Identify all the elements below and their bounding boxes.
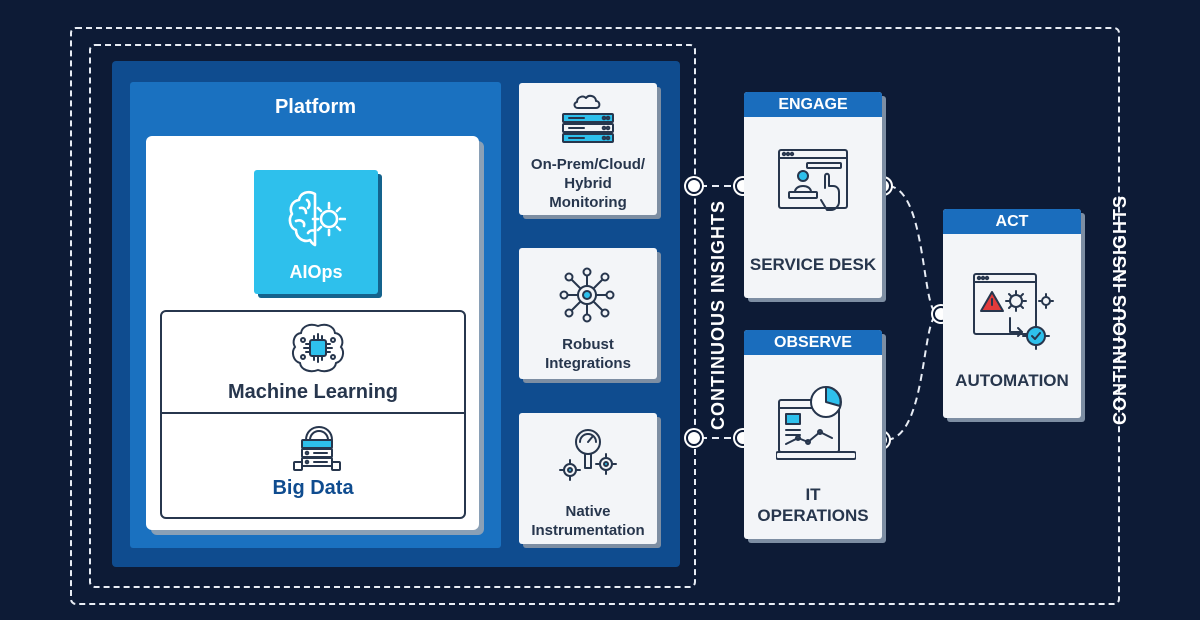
engage-card: ENGAGE (744, 92, 882, 298)
monitor-chart-icon (776, 386, 856, 460)
capability-line: Robust (562, 336, 614, 353)
engage-header: ENGAGE (744, 92, 882, 117)
act-label: AUTOMATION (943, 370, 1081, 391)
observe-header: OBSERVE (744, 330, 882, 355)
connector-node (686, 430, 702, 446)
function-line: SERVICE DESK (749, 255, 877, 274)
brain-gear-icon (288, 190, 346, 247)
aiops-label: AIOps (289, 262, 343, 282)
engage-label: SERVICE DESK (744, 254, 882, 275)
capability-integrations-label: Robust Integrations (519, 335, 657, 373)
ai-brain-chip-icon (291, 323, 345, 373)
inner-platform-loop (89, 44, 696, 588)
function-line: IT (805, 485, 821, 504)
capability-line: Instrumentation (531, 522, 645, 539)
machine-learning-label: Machine Learning (227, 381, 399, 403)
connector-node (686, 178, 702, 194)
big-data-label: Big Data (272, 477, 354, 499)
outer-continuous-loop (70, 27, 1120, 605)
cloud-server-icon (562, 94, 614, 143)
capability-instrumentation-label: Native Instrumentation (519, 502, 657, 540)
service-desk-icon (778, 149, 848, 211)
observe-card: OBSERVE (744, 330, 882, 539)
gauge-gears-icon (559, 429, 617, 481)
capability-line: Monitoring (549, 194, 627, 211)
function-line: AUTOMATION (955, 371, 1069, 390)
act-header: ACT (943, 209, 1081, 234)
capability-line: Hybrid (564, 175, 612, 192)
observe-label: IT OPERATIONS (744, 484, 882, 526)
big-data-server-icon (293, 425, 341, 471)
platform-title: Platform (274, 96, 357, 118)
function-line: OPERATIONS (757, 506, 869, 525)
capability-hybrid-monitoring-label: On-Prem/Cloud/ Hybrid Monitoring (519, 155, 657, 212)
continuous-insights-label-right: CONTINUOUS INSIGHTS (1110, 194, 1130, 425)
act-card: ACT (943, 209, 1081, 418)
continuous-insights-label-left: CONTINUOUS INSIGHTS (708, 199, 728, 430)
capability-line: Native (565, 503, 611, 520)
stack-divider (162, 412, 464, 414)
card-hybrid-monitoring (519, 83, 657, 215)
capability-line: Integrations (545, 355, 631, 372)
integration-hub-icon (559, 267, 615, 323)
capability-line: On-Prem/Cloud/ (530, 156, 646, 173)
automation-gears-icon (973, 273, 1054, 350)
